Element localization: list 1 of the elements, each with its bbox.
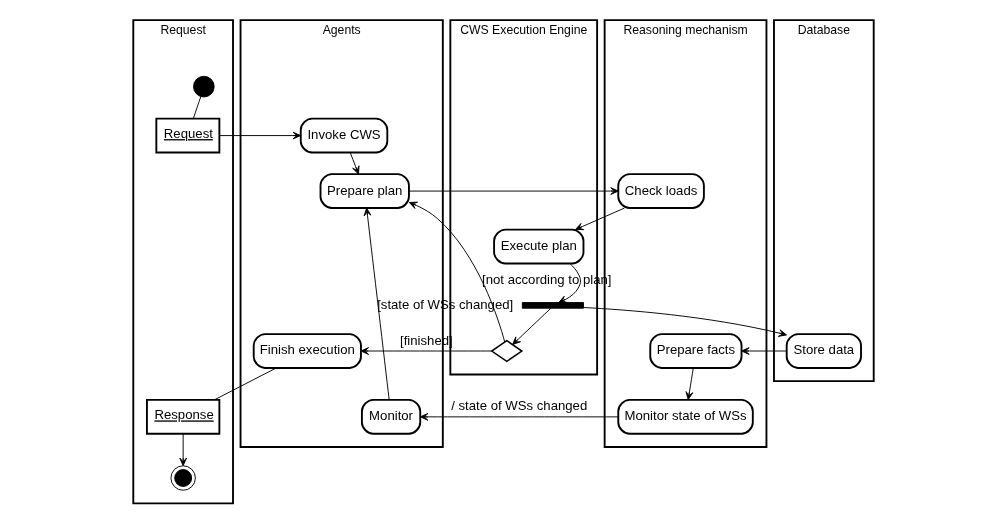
edge-label: / state of WSs changed (451, 398, 588, 414)
